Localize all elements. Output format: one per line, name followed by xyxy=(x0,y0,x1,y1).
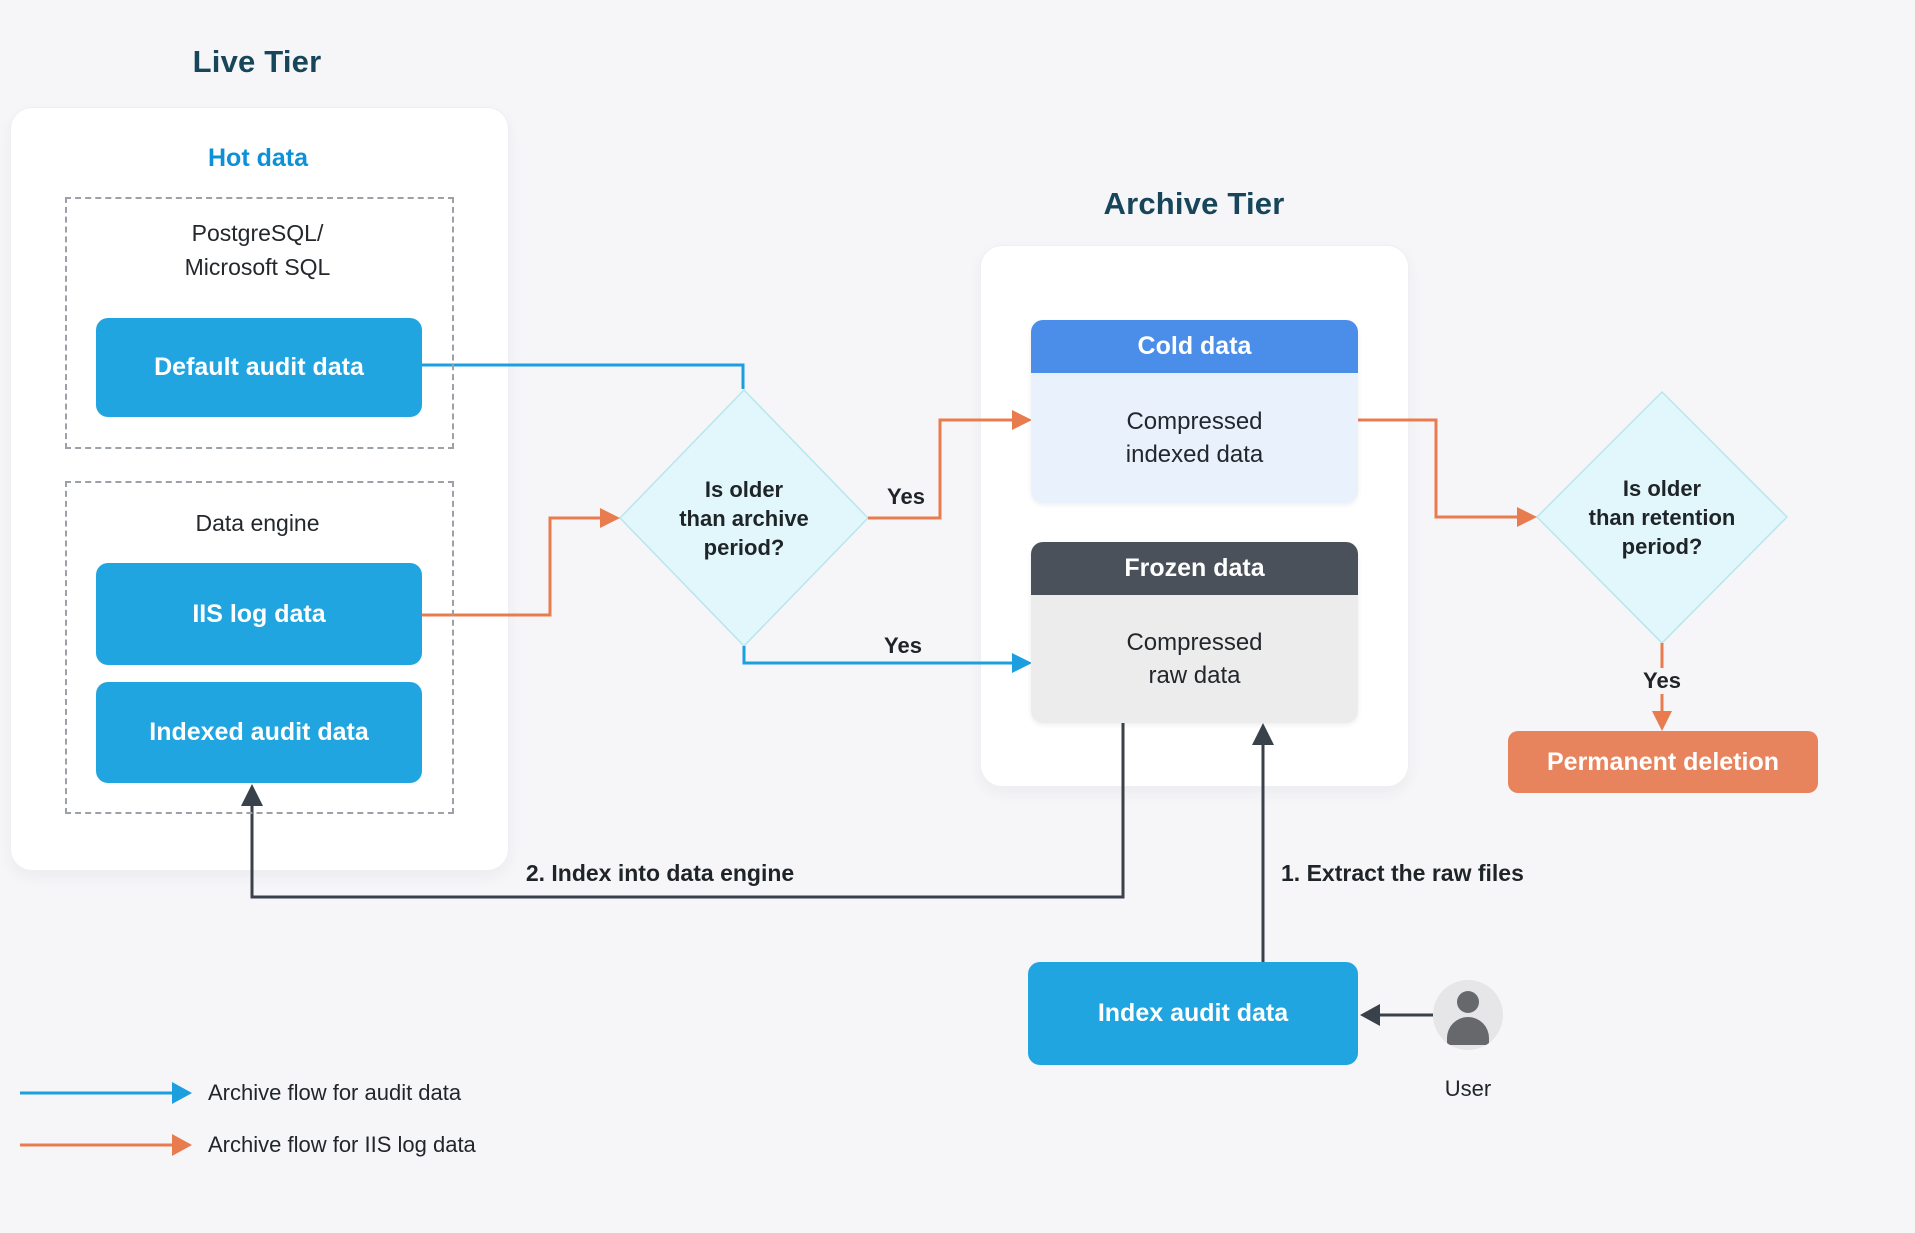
hot-data-label: Hot data xyxy=(208,144,308,172)
cold-data-body: Compressed indexed data xyxy=(1031,373,1358,503)
postgres-title-line1: PostgreSQL/ xyxy=(191,220,324,246)
user-icon-body xyxy=(1447,1017,1489,1045)
live-tier-title: Live Tier xyxy=(192,44,322,79)
arrowhead-into-deletion xyxy=(1652,711,1672,731)
flow-diamond-to-cold xyxy=(868,418,1014,520)
flow-default-audit-to-diamond xyxy=(422,363,745,389)
yes-label-frozen: Yes xyxy=(884,633,922,658)
frozen-data-header: Frozen data xyxy=(1031,542,1358,595)
frozen-body-line1: Compressed xyxy=(1126,629,1263,656)
archive-decision-line1: Is older xyxy=(704,476,784,502)
cold-data-node: Cold data Compressed indexed data xyxy=(1031,320,1358,503)
flow-diamond-to-frozen xyxy=(742,646,1014,665)
legend-orange-arrowhead xyxy=(172,1134,192,1156)
default-audit-data-node: Default audit data xyxy=(96,318,422,417)
yes-label-cold: Yes xyxy=(887,484,925,509)
step-extract-label: 1. Extract the raw files xyxy=(1281,860,1524,886)
data-engine-group-box xyxy=(65,481,454,814)
permanent-deletion-node: Permanent deletion xyxy=(1508,731,1818,793)
arrowhead-into-retention-diamond xyxy=(1517,507,1537,527)
cold-data-header: Cold data xyxy=(1031,320,1358,373)
frozen-data-node: Frozen data Compressed raw data xyxy=(1031,542,1358,723)
arrowhead-into-index-audit xyxy=(1360,1004,1380,1026)
retention-period-decision-text: Is older than retention period? xyxy=(1537,471,1787,563)
postgres-title-line2: Microsoft SQL xyxy=(184,254,331,280)
archive-tier-title: Archive Tier xyxy=(1103,186,1285,221)
flow-frozen-to-indexed xyxy=(250,723,1125,899)
arrowhead-into-frozen-bottom xyxy=(1252,723,1274,745)
yes-label-deletion: Yes xyxy=(1622,668,1702,694)
archive-decision-line2: than archive xyxy=(679,505,809,531)
step-index-label: 2. Index into data engine xyxy=(525,860,795,886)
arrowhead-into-cold xyxy=(1012,410,1032,430)
postgres-group-box xyxy=(65,197,454,449)
retention-decision-line3: period? xyxy=(1621,533,1703,559)
retention-decision-line2: than retention xyxy=(1588,504,1736,530)
legend-iis-flow-label: Archive flow for IIS log data xyxy=(208,1132,476,1157)
flow-cold-to-retention-diamond xyxy=(1357,418,1519,519)
archive-period-decision-text: Is older than archive period? xyxy=(620,472,868,564)
indexed-audit-data-node: Indexed audit data xyxy=(96,682,422,783)
arrowhead-into-archive-diamond xyxy=(600,508,620,528)
frozen-body-line2: raw data xyxy=(1148,662,1241,689)
frozen-data-body: Compressed raw data xyxy=(1031,595,1358,723)
index-audit-data-node: Index audit data xyxy=(1028,962,1358,1065)
legend-blue-arrowhead xyxy=(172,1082,192,1104)
cold-body-line1: Compressed xyxy=(1126,408,1263,435)
flow-iis-to-diamond xyxy=(422,516,602,617)
postgres-group-title: PostgreSQL/ Microsoft SQL xyxy=(65,216,450,284)
cold-body-line2: indexed data xyxy=(1125,441,1264,468)
user-icon xyxy=(1457,991,1479,1013)
user-avatar xyxy=(1433,980,1503,1050)
arrowhead-into-indexed-audit xyxy=(241,784,263,806)
retention-decision-line1: Is older xyxy=(1622,475,1702,501)
legend-audit-flow-label: Archive flow for audit data xyxy=(208,1080,462,1105)
data-engine-title: Data engine xyxy=(195,510,320,536)
user-label: User xyxy=(1444,1076,1492,1101)
arrowhead-into-frozen xyxy=(1012,653,1032,673)
archive-decision-line3: period? xyxy=(703,534,785,560)
iis-log-data-node: IIS log data xyxy=(96,563,422,665)
